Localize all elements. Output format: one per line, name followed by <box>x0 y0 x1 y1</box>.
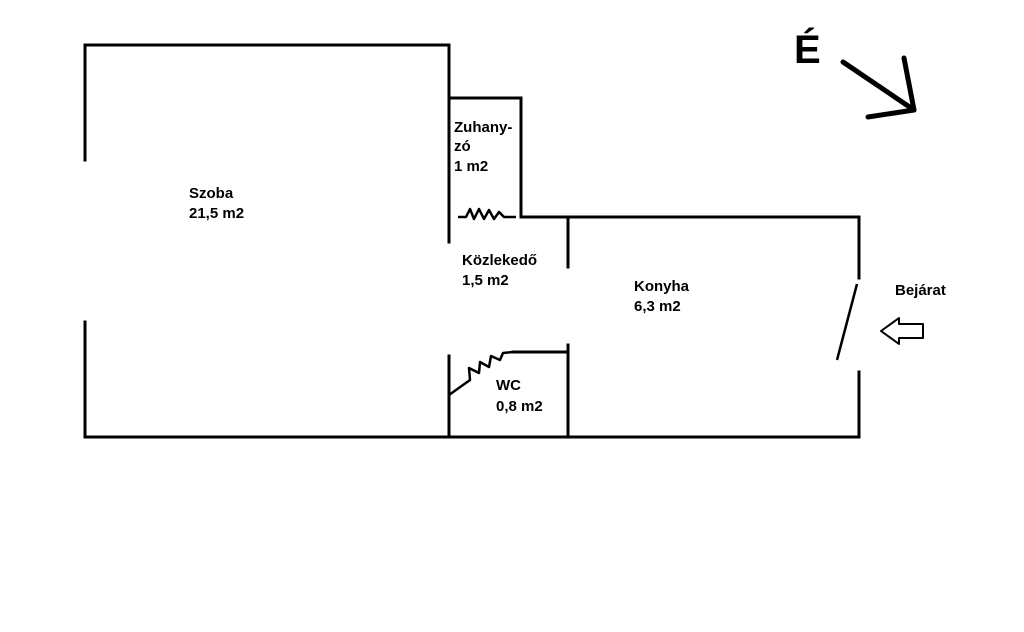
entrance-label: Bejárat <box>895 282 946 299</box>
wc-name: WC <box>496 377 521 394</box>
konyha-area: 6,3 m2 <box>634 298 681 315</box>
north-label: É <box>794 28 821 72</box>
zuhanyzo-name-line2: zó <box>454 138 471 155</box>
entrance-arrow-icon <box>880 317 924 345</box>
kozlekedo-area: 1,5 m2 <box>462 272 509 289</box>
szoba-name: Szoba <box>189 185 234 202</box>
entrance-door <box>835 283 859 361</box>
north-arrow-shaft <box>840 59 917 113</box>
szoba-area: 21,5 m2 <box>189 205 245 222</box>
north-arrow-head <box>865 55 917 120</box>
zuhanyzo-area: 1 m2 <box>454 158 489 175</box>
wc-door <box>448 350 514 397</box>
kozlekedo-name: Közlekedő <box>462 252 538 269</box>
konyha-name: Konyha <box>634 278 690 295</box>
zuhanyzo-door <box>458 207 516 221</box>
zuhanyzo-name-line1: Zuhany- <box>454 119 513 136</box>
wc-area: 0,8 m2 <box>496 398 543 415</box>
